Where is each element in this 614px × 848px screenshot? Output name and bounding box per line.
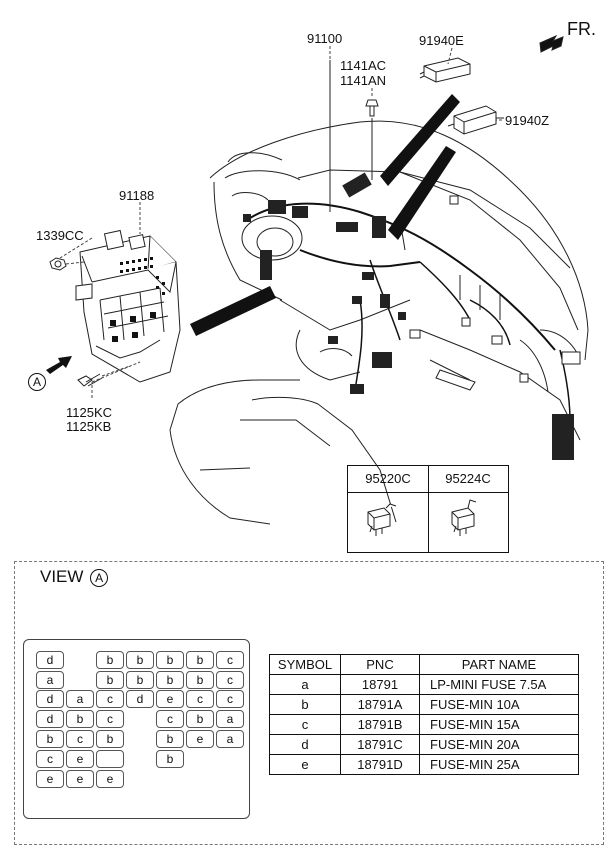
header-symbol: SYMBOL xyxy=(269,654,341,675)
fuse-slot: c xyxy=(66,730,94,748)
callout-module-top: 91940E xyxy=(419,33,464,48)
relay-box-divider xyxy=(428,466,429,552)
fuse-slot: b xyxy=(186,651,214,669)
table-row: c 18791B FUSE-MIN 15A xyxy=(269,714,579,735)
fuse-slot: b xyxy=(126,651,154,669)
row-pnc: 18791C xyxy=(340,734,420,755)
fuse-slot: b xyxy=(156,671,184,689)
fuse-slot: c xyxy=(36,750,64,768)
fuse-slot: e xyxy=(156,690,184,708)
row-symbol: a xyxy=(269,674,341,695)
fuse-slot-empty xyxy=(96,750,124,768)
fuse-slot: a xyxy=(66,690,94,708)
row-symbol: b xyxy=(269,694,341,715)
fuse-slot: a xyxy=(36,671,64,689)
fuse-slot: d xyxy=(126,690,154,708)
view-title-marker: A xyxy=(90,569,109,587)
front-direction-label: FR. xyxy=(567,19,596,39)
row-pnc: 18791 xyxy=(340,674,420,695)
callout-clip-b: 1141AN xyxy=(340,73,387,88)
relay-right-label: 95224C xyxy=(445,471,491,486)
view-title: VIEW A xyxy=(40,567,109,587)
table-row: a 18791 LP-MINI FUSE 7.5A xyxy=(269,674,579,695)
fuse-slot: c xyxy=(216,651,244,669)
row-symbol: c xyxy=(269,714,341,735)
fuse-slot: b xyxy=(156,750,184,768)
front-direction-arrow xyxy=(539,34,564,53)
fuse-slot: b xyxy=(186,710,214,728)
callout-clip-a: 1141AC xyxy=(340,58,387,73)
view-marker-letter: A xyxy=(28,373,46,391)
fuse-slot: b xyxy=(96,651,124,669)
row-part-name: FUSE-MIN 20A xyxy=(419,734,579,755)
fuse-slot: b xyxy=(96,730,124,748)
fuse-slot: a xyxy=(216,710,244,728)
row-symbol: e xyxy=(269,754,341,775)
table-row: d 18791C FUSE-MIN 20A xyxy=(269,734,579,755)
fuse-slot: e xyxy=(96,770,124,788)
row-symbol: d xyxy=(269,734,341,755)
header-part-name: PART NAME xyxy=(419,654,579,675)
fuse-slot: b xyxy=(156,730,184,748)
fuse-slot: c xyxy=(156,710,184,728)
row-part-name: FUSE-MIN 10A xyxy=(419,694,579,715)
view-a-panel xyxy=(14,561,604,845)
row-part-name: LP-MINI FUSE 7.5A xyxy=(419,674,579,695)
table-row: b 18791A FUSE-MIN 10A xyxy=(269,694,579,715)
fuse-slot: e xyxy=(66,770,94,788)
bolt-1125kc xyxy=(77,373,103,387)
fuse-slot: b xyxy=(126,671,154,689)
fuse-slot: c xyxy=(96,690,124,708)
nut-1339cc xyxy=(49,257,67,271)
table-row: e 18791D FUSE-MIN 25A xyxy=(269,754,579,775)
view-direction-arrow xyxy=(46,356,72,374)
fuse-slot: b xyxy=(66,710,94,728)
fuse-slot: d xyxy=(36,651,64,669)
row-part-name: FUSE-MIN 25A xyxy=(419,754,579,775)
callout-junction-box: 91188 xyxy=(119,188,155,203)
fuse-slot: c xyxy=(186,690,214,708)
junction-box-91188 xyxy=(75,229,181,383)
fuse-slot: e xyxy=(36,770,64,788)
relay-box-header-line xyxy=(348,492,508,493)
relay-parts-box: 95220C 95224C xyxy=(347,465,509,553)
fuse-slot: b xyxy=(186,671,214,689)
callout-bolt-a: 1125KC xyxy=(66,405,113,420)
table-header-row: SYMBOL PNC PART NAME xyxy=(269,654,579,675)
fuse-slot: b xyxy=(36,730,64,748)
callout-harness: 91100 xyxy=(307,31,343,46)
fuse-slot: e xyxy=(66,750,94,768)
fuse-slot: d xyxy=(36,690,64,708)
row-pnc: 18791A xyxy=(340,694,420,715)
callout-nut: 1339CC xyxy=(36,228,84,243)
relay-95220c-icon xyxy=(367,503,397,536)
header-pnc: PNC xyxy=(340,654,420,675)
callout-bolt-b: 1125KB xyxy=(66,419,112,434)
fuse-slot: a xyxy=(216,730,244,748)
fuse-slot: b xyxy=(156,651,184,669)
fuse-box-layout xyxy=(23,639,250,819)
row-pnc: 18791D xyxy=(340,754,420,775)
row-part-name: FUSE-MIN 15A xyxy=(419,714,579,735)
callout-module-side: 91940Z xyxy=(505,113,550,128)
fuse-slot: c xyxy=(96,710,124,728)
fuse-slot: e xyxy=(186,730,214,748)
fuse-slot: c xyxy=(216,690,244,708)
view-title-text: VIEW xyxy=(40,567,84,586)
fuse-slot: b xyxy=(96,671,124,689)
fuse-parts-table: SYMBOL PNC PART NAME a 18791 LP-MINI FUS… xyxy=(269,654,579,775)
fuse-slot: d xyxy=(36,710,64,728)
relay-95224c-icon xyxy=(451,499,477,536)
row-pnc: 18791B xyxy=(340,714,420,735)
relay-left-label: 95220C xyxy=(365,471,411,486)
fuse-slot: c xyxy=(216,671,244,689)
view-marker: A xyxy=(28,373,46,391)
